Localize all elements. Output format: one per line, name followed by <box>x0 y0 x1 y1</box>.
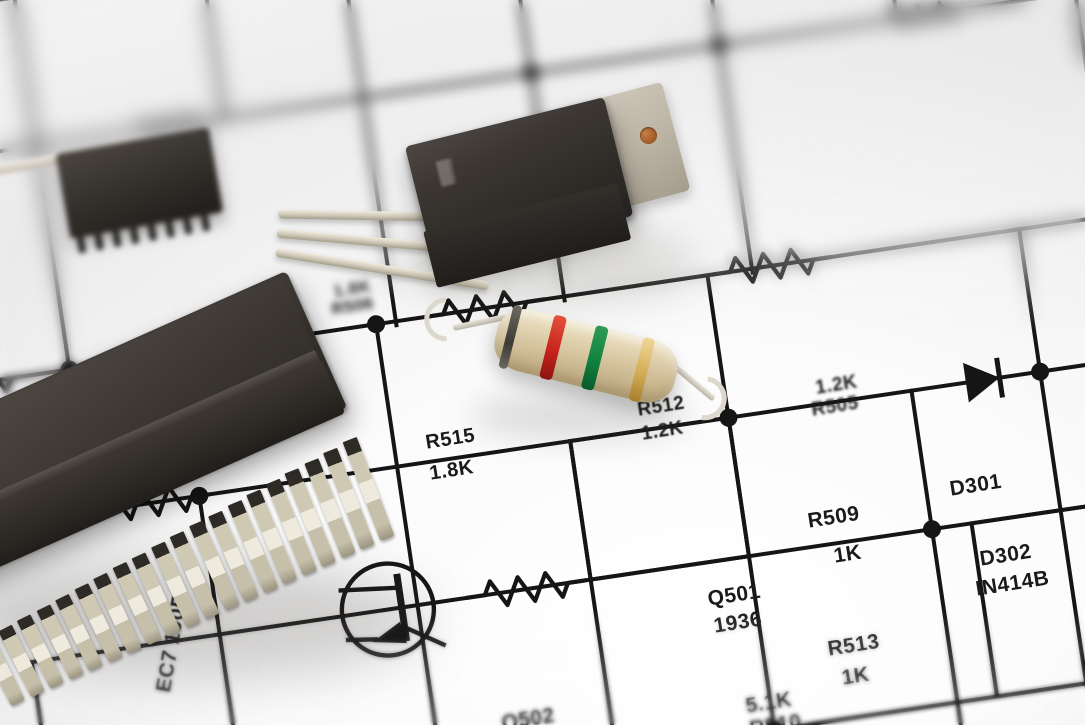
schematic-label-r513-val: 1K <box>840 662 872 690</box>
resistor-body <box>488 302 684 409</box>
small-black-ic-leg <box>93 231 104 251</box>
small-black-ic-leg <box>147 222 158 242</box>
small-black-ic-leg <box>182 215 193 235</box>
small-black-ic-leg <box>200 212 211 232</box>
small-black-ic-leg <box>129 225 140 245</box>
small-black-ic-leg <box>111 228 122 248</box>
to220-mounting-hole <box>638 125 659 146</box>
small-black-ic-leg <box>164 218 175 238</box>
resistor-band-2 <box>538 314 568 381</box>
schematic-label-r509-val: 1K <box>832 540 864 568</box>
resistor-band-3 <box>580 324 609 392</box>
resistor-band-4 <box>628 336 656 403</box>
